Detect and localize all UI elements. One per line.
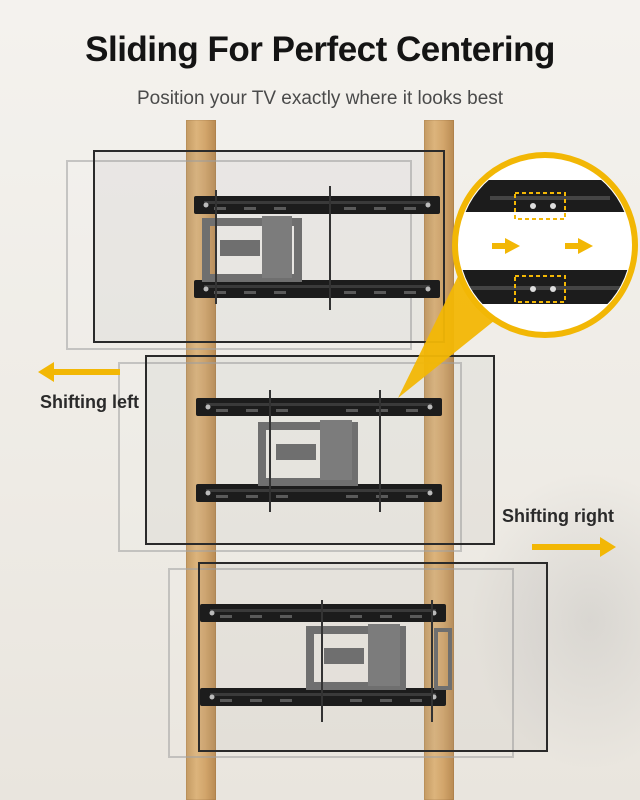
bracket-top (194, 186, 440, 310)
shifting-right-label: Shifting right (502, 506, 614, 526)
bracket-bottom (200, 600, 452, 722)
page-title: Sliding For Perfect Centering (85, 30, 555, 69)
wall-stud-left (186, 120, 216, 800)
page-subtitle: Position your TV exactly where it looks … (136, 88, 504, 109)
arrow-right-icon (532, 537, 616, 557)
shifting-left-label: Shifting left (40, 392, 139, 412)
zoom-callout (398, 152, 638, 398)
bracket-middle (196, 390, 442, 512)
plant-shadow (470, 470, 640, 770)
arrow-left-icon (38, 362, 120, 382)
